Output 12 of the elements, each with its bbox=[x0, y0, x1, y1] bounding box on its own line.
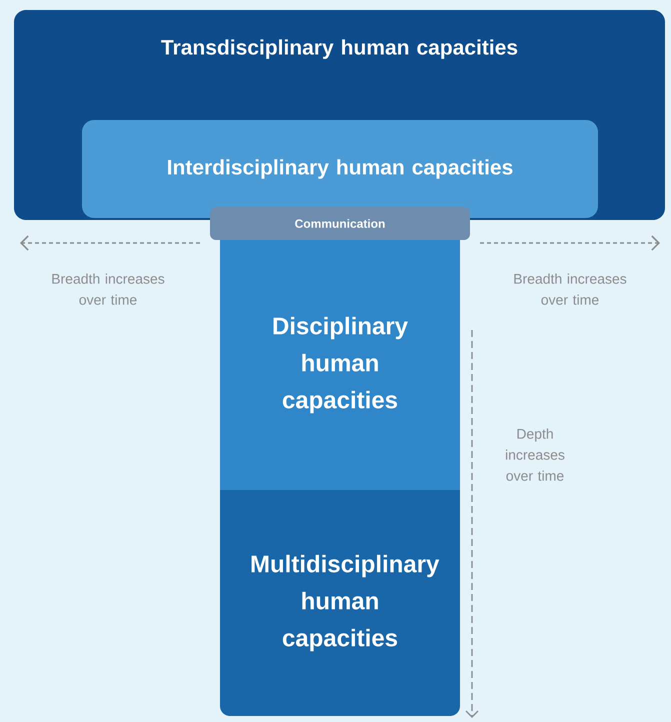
box-label: Interdisciplinary human capacities bbox=[168, 159, 512, 179]
caption-text: Breadth increases over time bbox=[514, 274, 626, 305]
box-label: Communication bbox=[295, 219, 385, 228]
communication-band bbox=[210, 207, 470, 240]
column-block bbox=[220, 490, 460, 716]
box-label: Transdisciplinary human capacities bbox=[161, 39, 518, 59]
box-label: Multidisciplinary human capacities bbox=[252, 554, 440, 652]
box-label: Disciplinary human capacities bbox=[274, 316, 408, 414]
caption-text: Depth increases over time bbox=[506, 428, 564, 481]
caption-text: Breadth increases over time bbox=[52, 274, 164, 305]
inner-band bbox=[82, 120, 598, 218]
column-block bbox=[220, 240, 460, 490]
